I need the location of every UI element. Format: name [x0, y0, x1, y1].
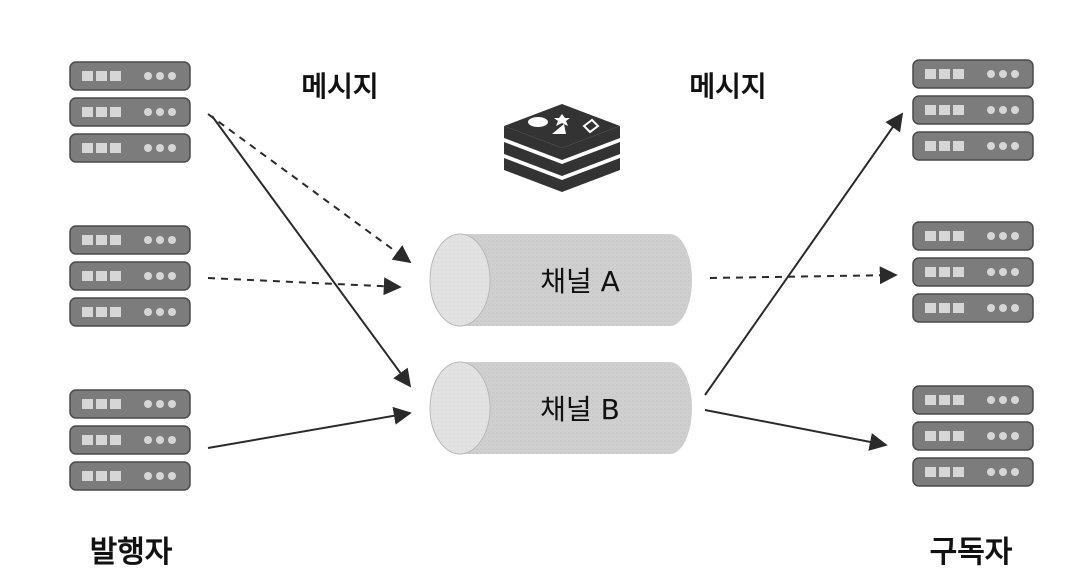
- connection-b-to-sub-1: [704, 112, 904, 396]
- connection-a-to-sub-2: [709, 266, 898, 285]
- subscriber-label: 구독자: [930, 535, 1013, 570]
- channel-b-label: 채널 B: [540, 393, 620, 426]
- redis-logo-icon: [504, 104, 620, 192]
- connection-b-to-sub-3: [704, 409, 888, 451]
- subscriber-server-stack-icon: [912, 221, 1034, 323]
- message-label-right: 메시지: [689, 70, 766, 103]
- server-unit: [912, 385, 1034, 415]
- server-unit: [69, 261, 191, 291]
- server-unit: [912, 421, 1034, 451]
- server-unit: [912, 257, 1034, 287]
- subscriber-server-stack-icon: [912, 59, 1034, 161]
- channel-b-cylinder: 채널 B: [429, 361, 692, 455]
- server-unit: [69, 61, 191, 91]
- publisher-label: 발행자: [90, 535, 173, 570]
- server-unit: [69, 225, 191, 255]
- channel-group: 채널 A 채널 B: [429, 233, 692, 455]
- connection-pub-1-to-b: [211, 115, 412, 388]
- server-unit: [912, 95, 1034, 125]
- server-unit: [912, 457, 1034, 487]
- server-unit: [912, 293, 1034, 323]
- subscriber-server-stack-icon: [912, 385, 1034, 487]
- publisher-server-stack-icon: [69, 61, 191, 163]
- publisher-group: [69, 61, 191, 491]
- connection-pub-3-to-b: [207, 406, 412, 449]
- server-unit: [69, 461, 191, 491]
- server-unit: [912, 221, 1034, 251]
- server-unit: [69, 297, 191, 327]
- connection-layer: [207, 112, 904, 451]
- server-unit: [912, 59, 1034, 89]
- message-label-left: 메시지: [301, 70, 378, 103]
- subscriber-group: [912, 59, 1034, 487]
- connection-pub-1-to-a: [207, 113, 412, 264]
- server-unit: [69, 133, 191, 163]
- channel-a-label: 채널 A: [540, 265, 620, 298]
- server-unit: [69, 389, 191, 419]
- connection-pub-2-to-a: [207, 277, 402, 296]
- channel-a-cylinder: 채널 A: [429, 233, 692, 327]
- publisher-server-stack-icon: [69, 225, 191, 327]
- server-unit: [912, 131, 1034, 161]
- server-unit: [69, 97, 191, 127]
- publisher-server-stack-icon: [69, 389, 191, 491]
- server-unit: [69, 425, 191, 455]
